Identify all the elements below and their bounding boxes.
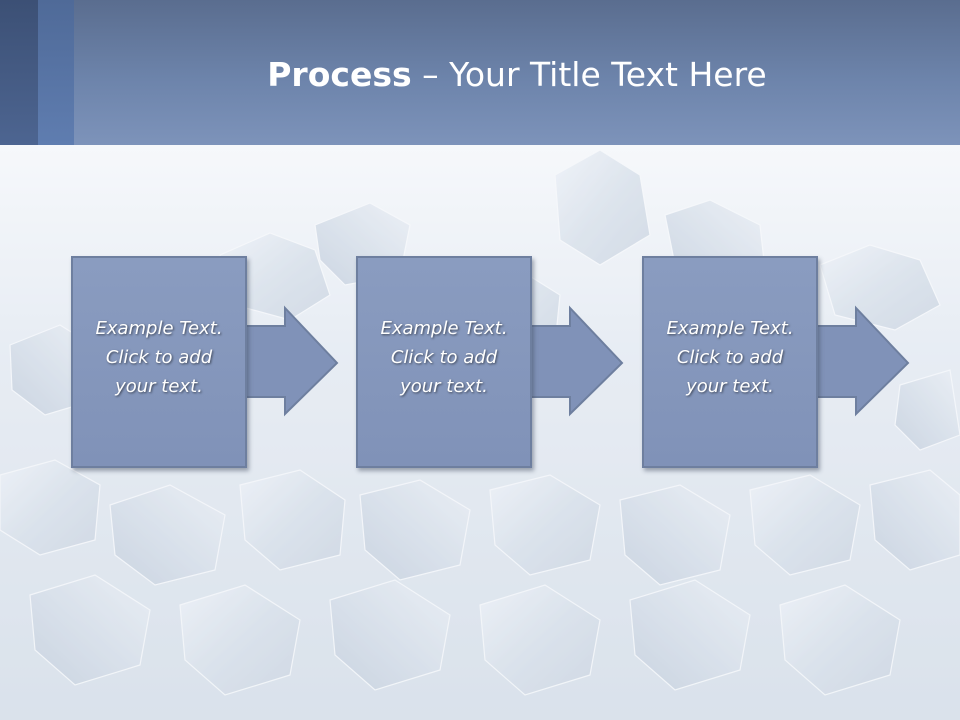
title-rest-text: – Your Title Text Here [411,55,767,94]
step-text[interactable]: Example Text. Click to add your text. [666,318,794,397]
step-text[interactable]: Example Text. Click to add your text. [95,318,223,397]
process-step-3[interactable]: Example Text. Click to add your text. [642,256,932,468]
step-box[interactable]: Example Text. Click to add your text. [642,256,818,468]
process-step-2[interactable]: Example Text. Click to add your text. [356,256,646,468]
arrow-right-icon [240,305,339,417]
step-box[interactable]: Example Text. Click to add your text. [356,256,532,468]
accent-stripe-light [38,0,74,145]
step-text[interactable]: Example Text. Click to add your text. [380,318,508,397]
title-bar [0,0,960,145]
accent-stripe-dark [0,0,38,145]
step-box[interactable]: Example Text. Click to add your text. [71,256,247,468]
process-step-1[interactable]: Example Text. Click to add your text. [71,256,361,468]
slide-title[interactable]: Process – Your Title Text Here [74,52,960,98]
title-bold-text: Process [267,55,412,94]
arrow-right-icon [525,305,624,417]
arrow-right-icon [811,305,910,417]
